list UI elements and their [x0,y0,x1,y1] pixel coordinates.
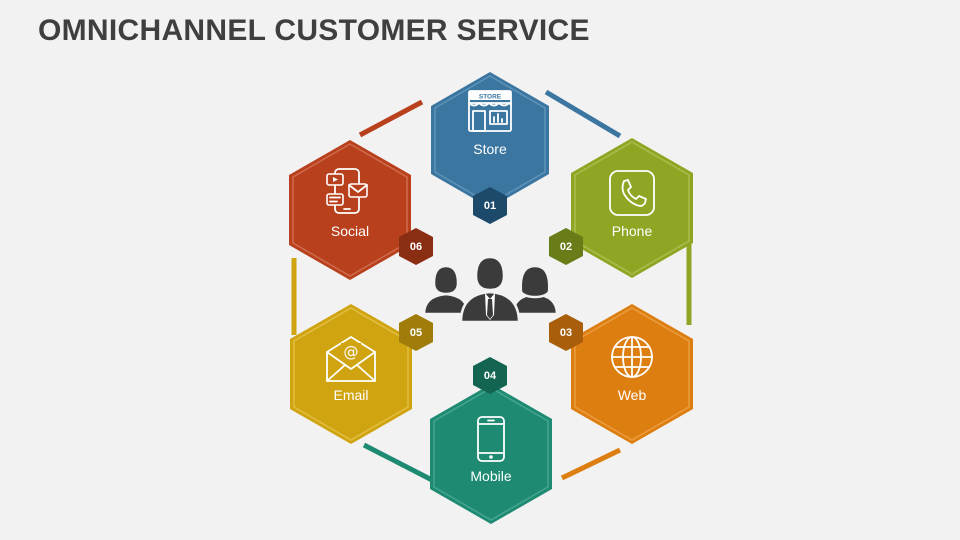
customer-group-icon [422,255,559,324]
channel-mobile[interactable]: Mobile [430,384,552,524]
channel-label-phone: Phone [612,223,653,239]
number-badge-05: 05 [399,314,433,351]
number-badge-03: 03 [549,314,583,351]
number-badge-02: 02 [549,228,583,265]
hexagon-mobile [433,387,549,521]
connector-store-phone [544,89,622,139]
badge-number-05: 05 [410,327,422,339]
badge-number-06: 06 [410,241,422,253]
page-title: OMNICHANNEL CUSTOMER SERVICE [38,14,590,47]
channel-label-store: Store [473,141,507,157]
channel-label-web: Web [618,387,647,403]
channel-web[interactable]: Web [571,304,693,444]
badge-number-01: 01 [484,200,496,212]
badge-number-02: 02 [560,241,572,253]
channel-label-email: Email [333,387,368,403]
store-icon-sign: STORE [479,94,502,101]
connector-social-store [358,99,424,138]
social-media-icon [326,168,368,214]
hexagon-social [292,143,408,277]
at-sign: @ [344,343,359,361]
channel-store[interactable]: STORE Store [431,72,549,208]
channel-social[interactable]: Social [289,140,411,280]
mobile-icon [477,416,505,462]
channel-phone[interactable]: Phone [571,138,693,278]
number-badge-04: 04 [473,357,507,394]
connector-mobile-email [362,442,434,483]
globe-icon [611,336,653,378]
channel-label-social: Social [331,223,369,239]
badge-number-03: 03 [560,327,572,339]
connector-lines [291,89,692,483]
channel-email[interactable]: @ Email [290,304,412,444]
email-icon: @ [326,336,376,382]
badge-number-04: 04 [484,370,497,382]
channel-label-mobile: Mobile [470,468,511,484]
number-badge-06: 06 [399,228,433,265]
connector-web-mobile [560,447,622,481]
number-badge-01: 01 [473,187,507,224]
hexagon-phone [574,141,690,275]
store-icon: STORE [468,90,513,132]
phone-icon [609,170,655,216]
